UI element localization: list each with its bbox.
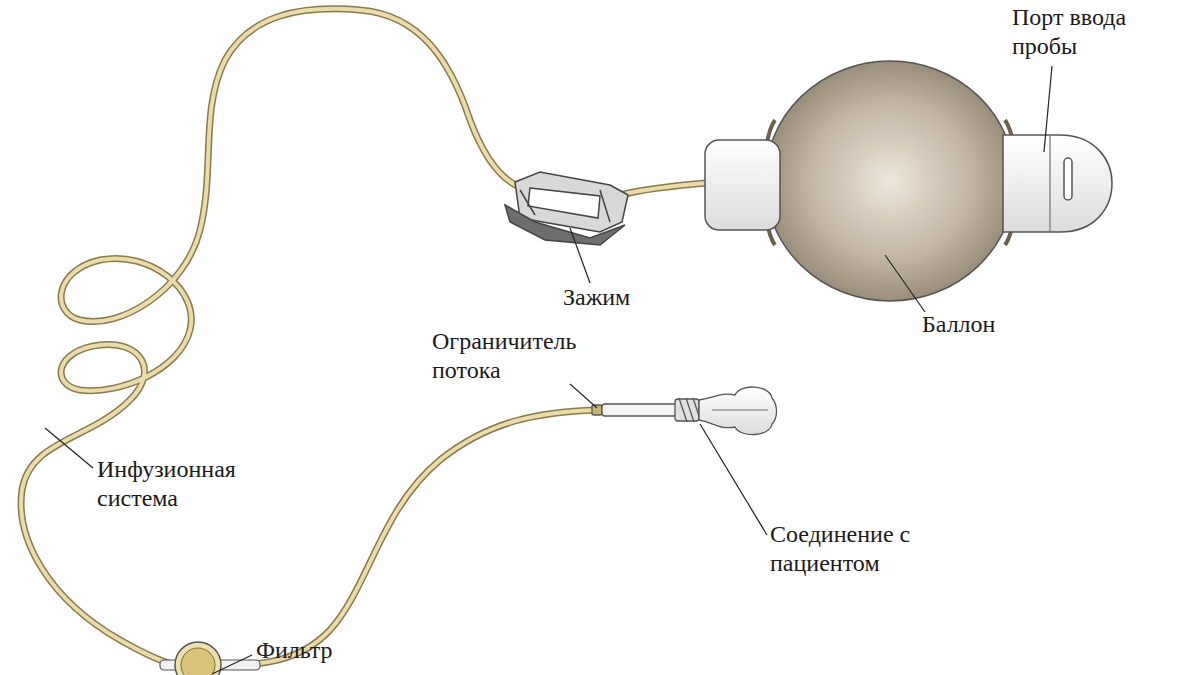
patient-connector: [592, 387, 777, 435]
tubing: [21, 9, 706, 665]
part-label: Ограничитель потока: [432, 327, 632, 385]
part-label: Соединение с пациентом: [770, 520, 970, 578]
part-label: Баллон: [922, 310, 1042, 339]
part-label: Фильтр: [256, 636, 376, 665]
filter: [160, 642, 260, 675]
part-label: Зажим: [563, 283, 683, 312]
leader-lines: [45, 66, 1052, 674]
clamp: [505, 172, 628, 245]
part-label: Инфузионная система: [97, 455, 307, 513]
balloon: [705, 61, 1112, 301]
part-label: Порт ввода пробы: [1012, 3, 1162, 61]
